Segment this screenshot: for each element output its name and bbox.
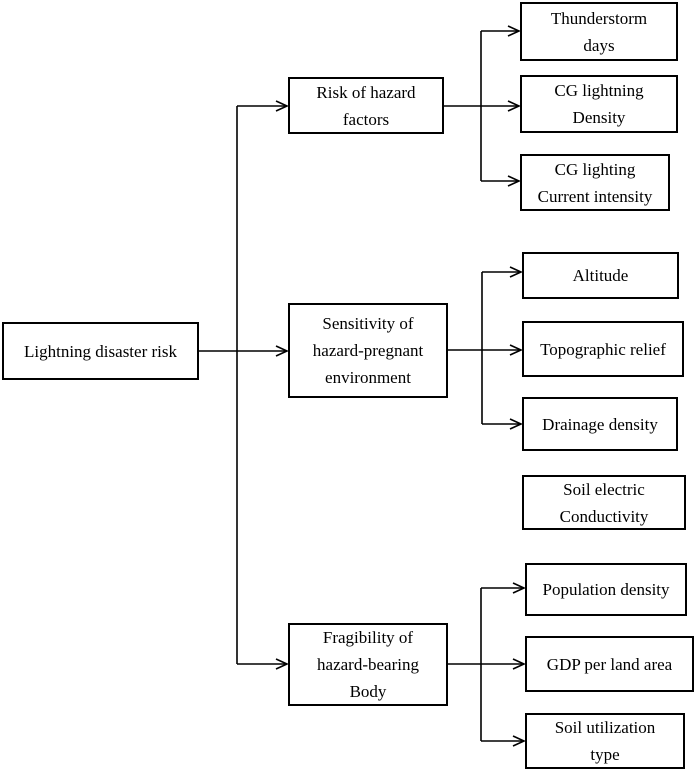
node-label: Altitude <box>572 266 629 285</box>
node-drainage-density: Drainage density <box>522 397 678 451</box>
node-label: CG lighting Current intensity <box>537 159 653 206</box>
node-topographic-relief: Topographic relief <box>522 321 684 377</box>
node-label: Sensitivity of hazard-pregnant environme… <box>312 314 424 387</box>
node-label: Soil utilization type <box>554 718 656 764</box>
node-soil-electric-conductivity: Soil electric Conductivity <box>522 475 686 530</box>
node-label: Lightning disaster risk <box>24 341 177 361</box>
node-soil-utilization-type: Soil utilization type <box>525 713 685 769</box>
node-label: Fragibility of hazard-bearing Body <box>317 628 419 701</box>
node-label: GDP per land area <box>546 654 673 674</box>
node-label: Drainage density <box>542 414 658 434</box>
node-cg-lightning-density: CG lightning Density <box>520 75 678 133</box>
node-gdp-per-land-area: GDP per land area <box>525 636 694 692</box>
node-lightning-disaster-risk: Lightning disaster risk <box>2 322 199 380</box>
node-thunderstorm-days: Thunderstorm days <box>520 2 678 61</box>
node-sensitivity-of-environment: Sensitivity of hazard-pregnant environme… <box>288 303 448 398</box>
node-label: Soil electric Conductivity <box>559 479 649 526</box>
node-label: Risk of hazard factors <box>316 82 416 129</box>
node-fragibility-of-body: Fragibility of hazard-bearing Body <box>288 623 448 706</box>
node-label: Thunderstorm days <box>550 8 648 55</box>
node-label: Topographic relief <box>540 339 666 359</box>
node-altitude: Altitude <box>522 252 679 299</box>
node-cg-current-intensity: CG lighting Current intensity <box>520 154 670 211</box>
node-risk-of-hazard-factors: Risk of hazard factors <box>288 77 444 134</box>
node-label: CG lightning Density <box>554 81 644 127</box>
node-population-density: Population density <box>525 563 687 616</box>
node-label: Population density <box>542 580 670 599</box>
